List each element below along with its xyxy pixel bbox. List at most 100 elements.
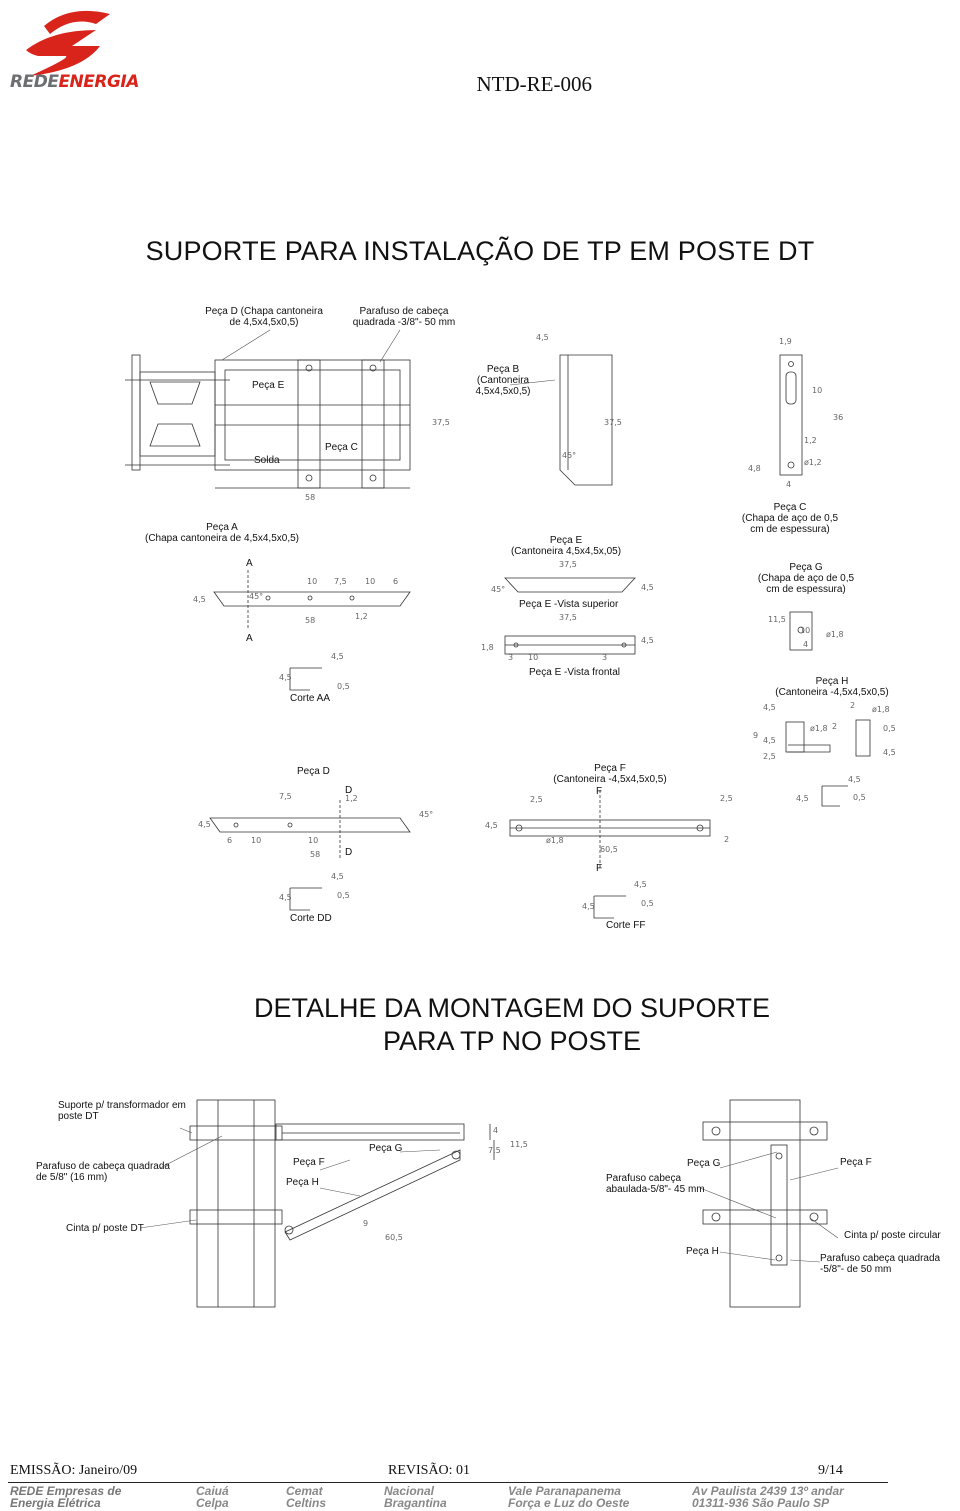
label-peca-e-cantoneira: Peça E(Cantoneira 4,5x4,5x,05): [510, 535, 622, 557]
label-corte-aa: Corte AA: [290, 693, 331, 704]
dimension: 4,5: [641, 636, 654, 645]
dimension: 10: [812, 386, 823, 395]
label-peca-h-circular: Peça H: [686, 1246, 719, 1257]
dimension: 1,2: [355, 612, 368, 621]
dimension: 7,5: [488, 1146, 501, 1155]
label-peca-a: Peça A(Chapa cantoneira de 4,5x4,5x0,5): [145, 522, 299, 544]
dimension: ø1,8: [810, 724, 828, 733]
dimension: 45°: [419, 810, 434, 819]
dimension: 10: [365, 577, 376, 586]
label-vista-superior: Peça E -Vista superior: [519, 599, 619, 610]
dimension: 7,5: [334, 577, 347, 586]
dimension: 2: [724, 835, 730, 844]
dimension: 2,5: [763, 752, 776, 761]
dimension: 45°: [249, 592, 264, 601]
dimension: 9: [363, 1219, 369, 1228]
label-peca-g-circular: Peça G: [687, 1158, 721, 1169]
label-cinta-poste-dt: Cinta p/ poste DT: [66, 1223, 144, 1234]
dimension: 37,5: [559, 560, 577, 569]
dimension: 3: [602, 653, 608, 662]
dimension: 10: [800, 626, 811, 635]
dimension: 4,5: [848, 775, 861, 784]
dimension: 11,5: [510, 1140, 528, 1149]
dimension: 2: [832, 722, 838, 731]
dimension: 7,5: [279, 792, 292, 801]
dimension: 4,5: [193, 595, 206, 604]
dimension: 4,5: [536, 333, 549, 342]
dimension: 45°: [491, 585, 506, 594]
label-peca-f-montagem: Peça F: [293, 1157, 325, 1168]
dimension: 2,5: [720, 794, 733, 803]
dimension: 4,5: [796, 794, 809, 803]
dimension: 0,5: [883, 724, 896, 733]
dimension: 3: [508, 653, 514, 662]
label-peca-e: Peça E: [252, 380, 285, 391]
dimension: 6: [393, 577, 399, 586]
label-parafuso-50mm: Parafuso cabeça quadrada-5/8"- de 50 mm: [820, 1253, 941, 1275]
footer-page-number: 9/14: [818, 1463, 843, 1478]
section-marker-f-bottom: F: [596, 863, 603, 874]
label-corte-dd: Corte DD: [290, 913, 332, 924]
dimension: 4,5: [331, 872, 344, 881]
label-peca-f: Peça F(Cantoneira -4,5x4,5x0,5): [553, 763, 667, 785]
dimension: 1,9: [779, 337, 792, 346]
label-vista-frontal: Peça E -Vista frontal: [529, 667, 620, 678]
dimension: 10: [308, 836, 319, 845]
dimension: 58: [305, 616, 316, 625]
footer-divider: [8, 1482, 888, 1483]
section-marker-a-bottom: A: [246, 633, 253, 644]
label-peca-d-2: Peça D: [297, 766, 330, 777]
dimension: 4,5: [279, 673, 292, 682]
dimension: 4,5: [763, 736, 776, 745]
dimension: 1,2: [804, 436, 817, 445]
label-peca-g-montagem: Peça G: [369, 1143, 403, 1154]
dimension: 4,5: [582, 902, 595, 911]
label-peca-f-circular: Peça F: [840, 1157, 872, 1168]
dimension: 11,5: [768, 615, 786, 624]
dimension: 10: [528, 653, 539, 662]
dimension: 37,5: [559, 613, 577, 622]
dimension: 1,8: [481, 643, 494, 652]
dimension: 4: [786, 480, 792, 489]
dimension: 4,5: [763, 703, 776, 712]
dimension: 36: [833, 413, 844, 422]
dimension: 37,5: [604, 418, 622, 427]
section-marker-f-top: F: [596, 786, 603, 797]
dimension: 2: [850, 701, 856, 710]
dimension: 4,5: [634, 880, 647, 889]
dimension: 4: [493, 1126, 499, 1135]
dimension: ø1,8: [546, 836, 564, 845]
label-peca-h-montagem: Peça H: [286, 1177, 319, 1188]
dimension: 45°: [562, 451, 577, 460]
section-marker-d-bottom: D: [345, 847, 353, 858]
dimension: 10: [307, 577, 318, 586]
dimension: 60,5: [385, 1233, 403, 1242]
dimension: 37,5: [432, 418, 450, 427]
document-id: NTD-RE-006: [476, 72, 592, 96]
section-title-line-2: PARA TP NO POSTE: [382, 1026, 642, 1056]
dimension: ø1,2: [804, 458, 822, 467]
dimension: 1,2: [345, 794, 358, 803]
dimension: 10: [251, 836, 262, 845]
page-title: SUPORTE PARA INSTALAÇÃO DE TP EM POSTE D…: [145, 236, 815, 266]
label-solda: Solda: [254, 455, 280, 466]
section-marker-d-top: D: [345, 785, 353, 796]
dimension: 4,8: [748, 464, 761, 473]
dimension: 4,5: [198, 820, 211, 829]
footer-emissao: EMISSÃO: Janeiro/09: [10, 1463, 138, 1478]
dimension: 0,5: [337, 891, 350, 900]
dimension: 4: [803, 640, 809, 649]
dimension: 4,5: [641, 583, 654, 592]
dimension: 6: [227, 836, 233, 845]
